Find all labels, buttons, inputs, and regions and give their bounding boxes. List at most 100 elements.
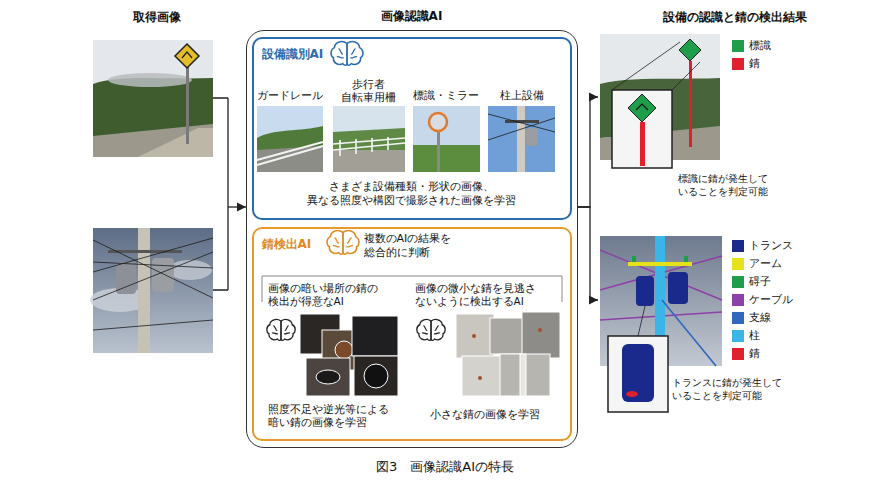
result-photo-sign — [689, 61, 692, 147]
ai-frame: 設備識別AIガードレール歩行者 自転車用柵標識・ミラー柱上設備さまざま設備種類・… — [246, 30, 578, 448]
legend-item: ケーブル — [732, 292, 793, 307]
photo-pole-equipment — [517, 106, 525, 172]
column-heading: 画像認識AI — [381, 9, 443, 25]
training-note: 照度不足や逆光等による 暗い錆の画像を学習 — [268, 403, 389, 430]
result-photo-pole — [668, 272, 688, 304]
photo-label: 標識・ミラー — [413, 89, 479, 103]
photo-mirror — [413, 106, 480, 172]
result-photo-pole — [622, 344, 654, 402]
photo-small-rust — [522, 312, 560, 358]
photo-dark-rust — [306, 358, 350, 396]
photo-guardrail — [257, 106, 323, 172]
photo-label: ガードレール — [257, 89, 323, 103]
legend-swatch — [732, 312, 744, 324]
result-photo-pole — [684, 256, 688, 262]
legend-item: 錆 — [732, 56, 760, 71]
flow-arrow — [578, 207, 598, 300]
photo-small-rust — [456, 314, 494, 358]
legend-label: 柱 — [749, 328, 760, 343]
result-photo-pole — [636, 276, 654, 306]
legend-label: 碍子 — [749, 274, 771, 289]
photo-dark-rust — [300, 314, 398, 396]
photo-dark-rust — [352, 316, 398, 356]
result-photo-sign — [628, 94, 656, 122]
photo-dark-rust — [316, 370, 340, 384]
flow-arrow — [228, 206, 246, 207]
input-photo-sign — [182, 52, 192, 58]
photo-guardrail — [257, 146, 323, 172]
input-photo-pole — [138, 228, 150, 353]
input-photo-sign — [108, 73, 192, 87]
flow-arrow — [578, 97, 598, 207]
photo-pole-equipment — [526, 128, 538, 146]
legend-item: 柱 — [732, 328, 760, 343]
input-photo-pole — [93, 238, 213, 330]
photo-dark-rust — [364, 364, 388, 388]
result-photo-sign — [679, 39, 701, 61]
box-title: 錆検出AI — [262, 237, 312, 253]
brain-icon — [331, 42, 363, 66]
input-photo-sign — [138, 128, 213, 157]
photo-mirror — [413, 145, 480, 172]
legend-label: 標識 — [749, 38, 771, 53]
photo-pole-equipment — [488, 114, 555, 140]
box-title: 設備識別AI — [262, 47, 324, 63]
photo-small-rust — [478, 376, 482, 380]
legend-item: トランス — [732, 238, 793, 253]
photo-guardrail — [257, 106, 323, 172]
photo-guardrail — [257, 142, 323, 165]
input-photo-pole — [90, 228, 213, 353]
legend-swatch — [732, 276, 744, 288]
ai-description: 画像の暗い場所の錆の 検出が得意なAI — [268, 282, 378, 309]
input-photo-sign — [186, 62, 189, 144]
result-photo-sign — [640, 122, 645, 166]
result-photo-sign — [612, 42, 700, 90]
result-photo-sign — [612, 90, 672, 168]
photo-small-rust — [462, 356, 502, 396]
photo-dark-rust — [335, 341, 353, 359]
figure-caption: 図3 画像認識AIの特長 — [376, 458, 514, 476]
photo-small-rust — [490, 318, 526, 354]
photo-small-rust — [520, 354, 526, 396]
photo-label: 柱上設備 — [500, 89, 544, 103]
photo-mirror — [413, 106, 480, 172]
photo-fence — [333, 106, 405, 172]
result-photo-pole — [626, 391, 638, 397]
photo-pole-equipment — [488, 106, 555, 172]
result-photo-sign — [636, 104, 648, 110]
brain-icon — [267, 319, 295, 340]
training-note: 小さな錆の画像を学習 — [430, 408, 540, 422]
legend-item: 錆 — [732, 346, 760, 361]
merge-bracket — [213, 98, 228, 290]
column-heading: 設備の認識と錆の検出結果 — [663, 10, 807, 26]
legend-swatch — [732, 294, 744, 306]
legend-item: 支線 — [732, 310, 771, 325]
box-note: 複数のAIの結果を 総合的に判断 — [364, 232, 452, 261]
result-photo-pole — [638, 306, 645, 336]
legend-label: アーム — [749, 256, 782, 271]
photo-small-rust — [538, 328, 542, 332]
photo-small-rust — [456, 312, 560, 396]
input-photo-sign — [175, 44, 199, 68]
legend-swatch — [732, 40, 744, 52]
photo-pole-equipment — [488, 106, 555, 172]
legend-swatch — [732, 348, 744, 360]
legend-label: ケーブル — [749, 292, 793, 307]
photo-dark-rust — [354, 356, 398, 396]
input-photo-sign — [93, 40, 213, 157]
result-photo-sign — [600, 34, 720, 168]
ai-description: 画像の微小な錆を見逃さ ないように検出するAI — [415, 282, 536, 309]
photo-fence — [333, 150, 405, 172]
legend-item: 碍子 — [732, 274, 771, 289]
photo-fence — [333, 137, 405, 156]
result-note: 標識に錆が発生して いることを判定可能 — [678, 172, 768, 198]
legend-item: 標識 — [732, 38, 771, 53]
photo-small-rust — [472, 334, 476, 338]
legend-label: トランス — [749, 238, 793, 253]
legend-item: アーム — [732, 256, 782, 271]
photo-fence — [333, 106, 405, 172]
legend-swatch — [732, 330, 744, 342]
column-heading: 取得画像 — [133, 10, 181, 26]
photo-mirror — [429, 113, 447, 131]
photo-label: 歩行者 自転車用柵 — [341, 78, 396, 105]
